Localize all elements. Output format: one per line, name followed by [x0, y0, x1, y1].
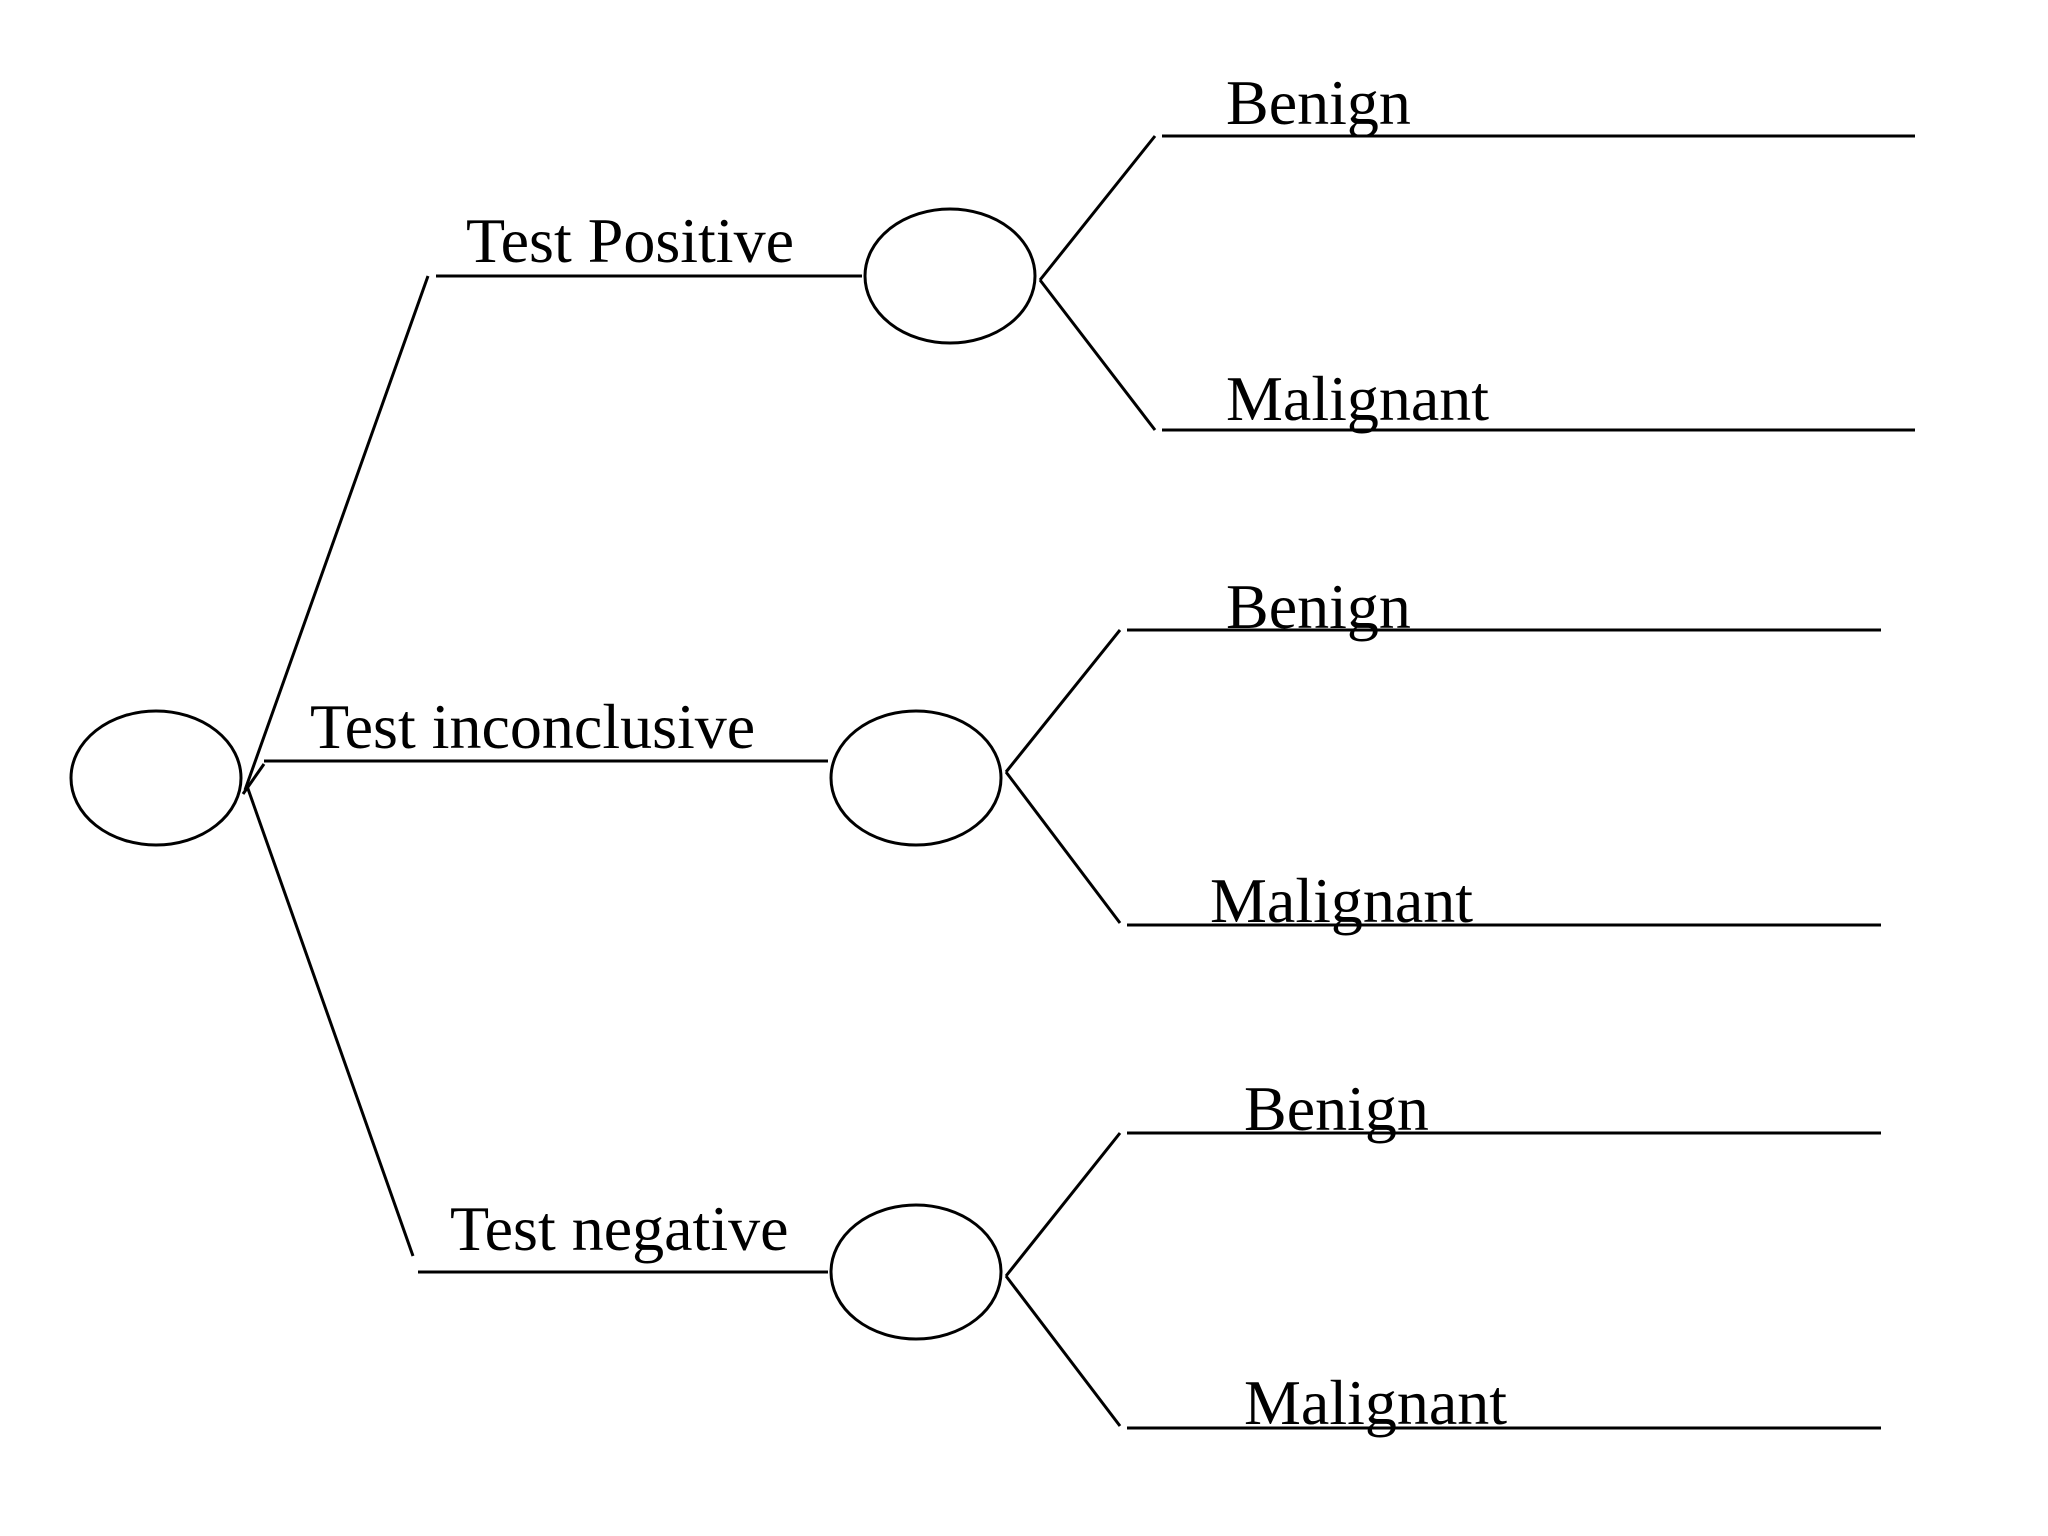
root-node [69, 709, 243, 847]
outcome-label-benign: Benign [1244, 1073, 1429, 1144]
branch-test-negative: Test negative Benign Malignant [418, 1073, 1881, 1438]
outcome-connector-malignant [1004, 1275, 1122, 1427]
outcome-label-malignant: Malignant [1226, 363, 1489, 434]
branch-label: Test inconclusive [310, 691, 755, 762]
branch-label: Test negative [450, 1193, 789, 1264]
branch-test-inconclusive: Test inconclusive Benign Malignant [264, 571, 1881, 936]
outcome-connector-malignant [1038, 279, 1157, 431]
outcome-connector-benign [1004, 629, 1122, 773]
outcome-label-malignant: Malignant [1210, 865, 1473, 936]
outcome-label-benign: Benign [1226, 571, 1411, 642]
outcome-connector-benign [1038, 135, 1157, 281]
chance-node [863, 207, 1037, 345]
outcome-label-malignant: Malignant [1244, 1367, 1507, 1438]
chance-node [829, 1203, 1003, 1341]
outcome-label-benign: Benign [1226, 67, 1411, 138]
root-to-negative-connector [245, 785, 415, 1257]
root-to-positive-connector [243, 275, 430, 791]
outcome-connector-benign [1004, 1132, 1122, 1277]
chance-node [829, 709, 1003, 847]
outcome-connector-malignant [1004, 771, 1122, 924]
branch-test-positive: Test Positive Benign Malignant [436, 67, 1915, 434]
branch-label: Test Positive [466, 205, 794, 276]
